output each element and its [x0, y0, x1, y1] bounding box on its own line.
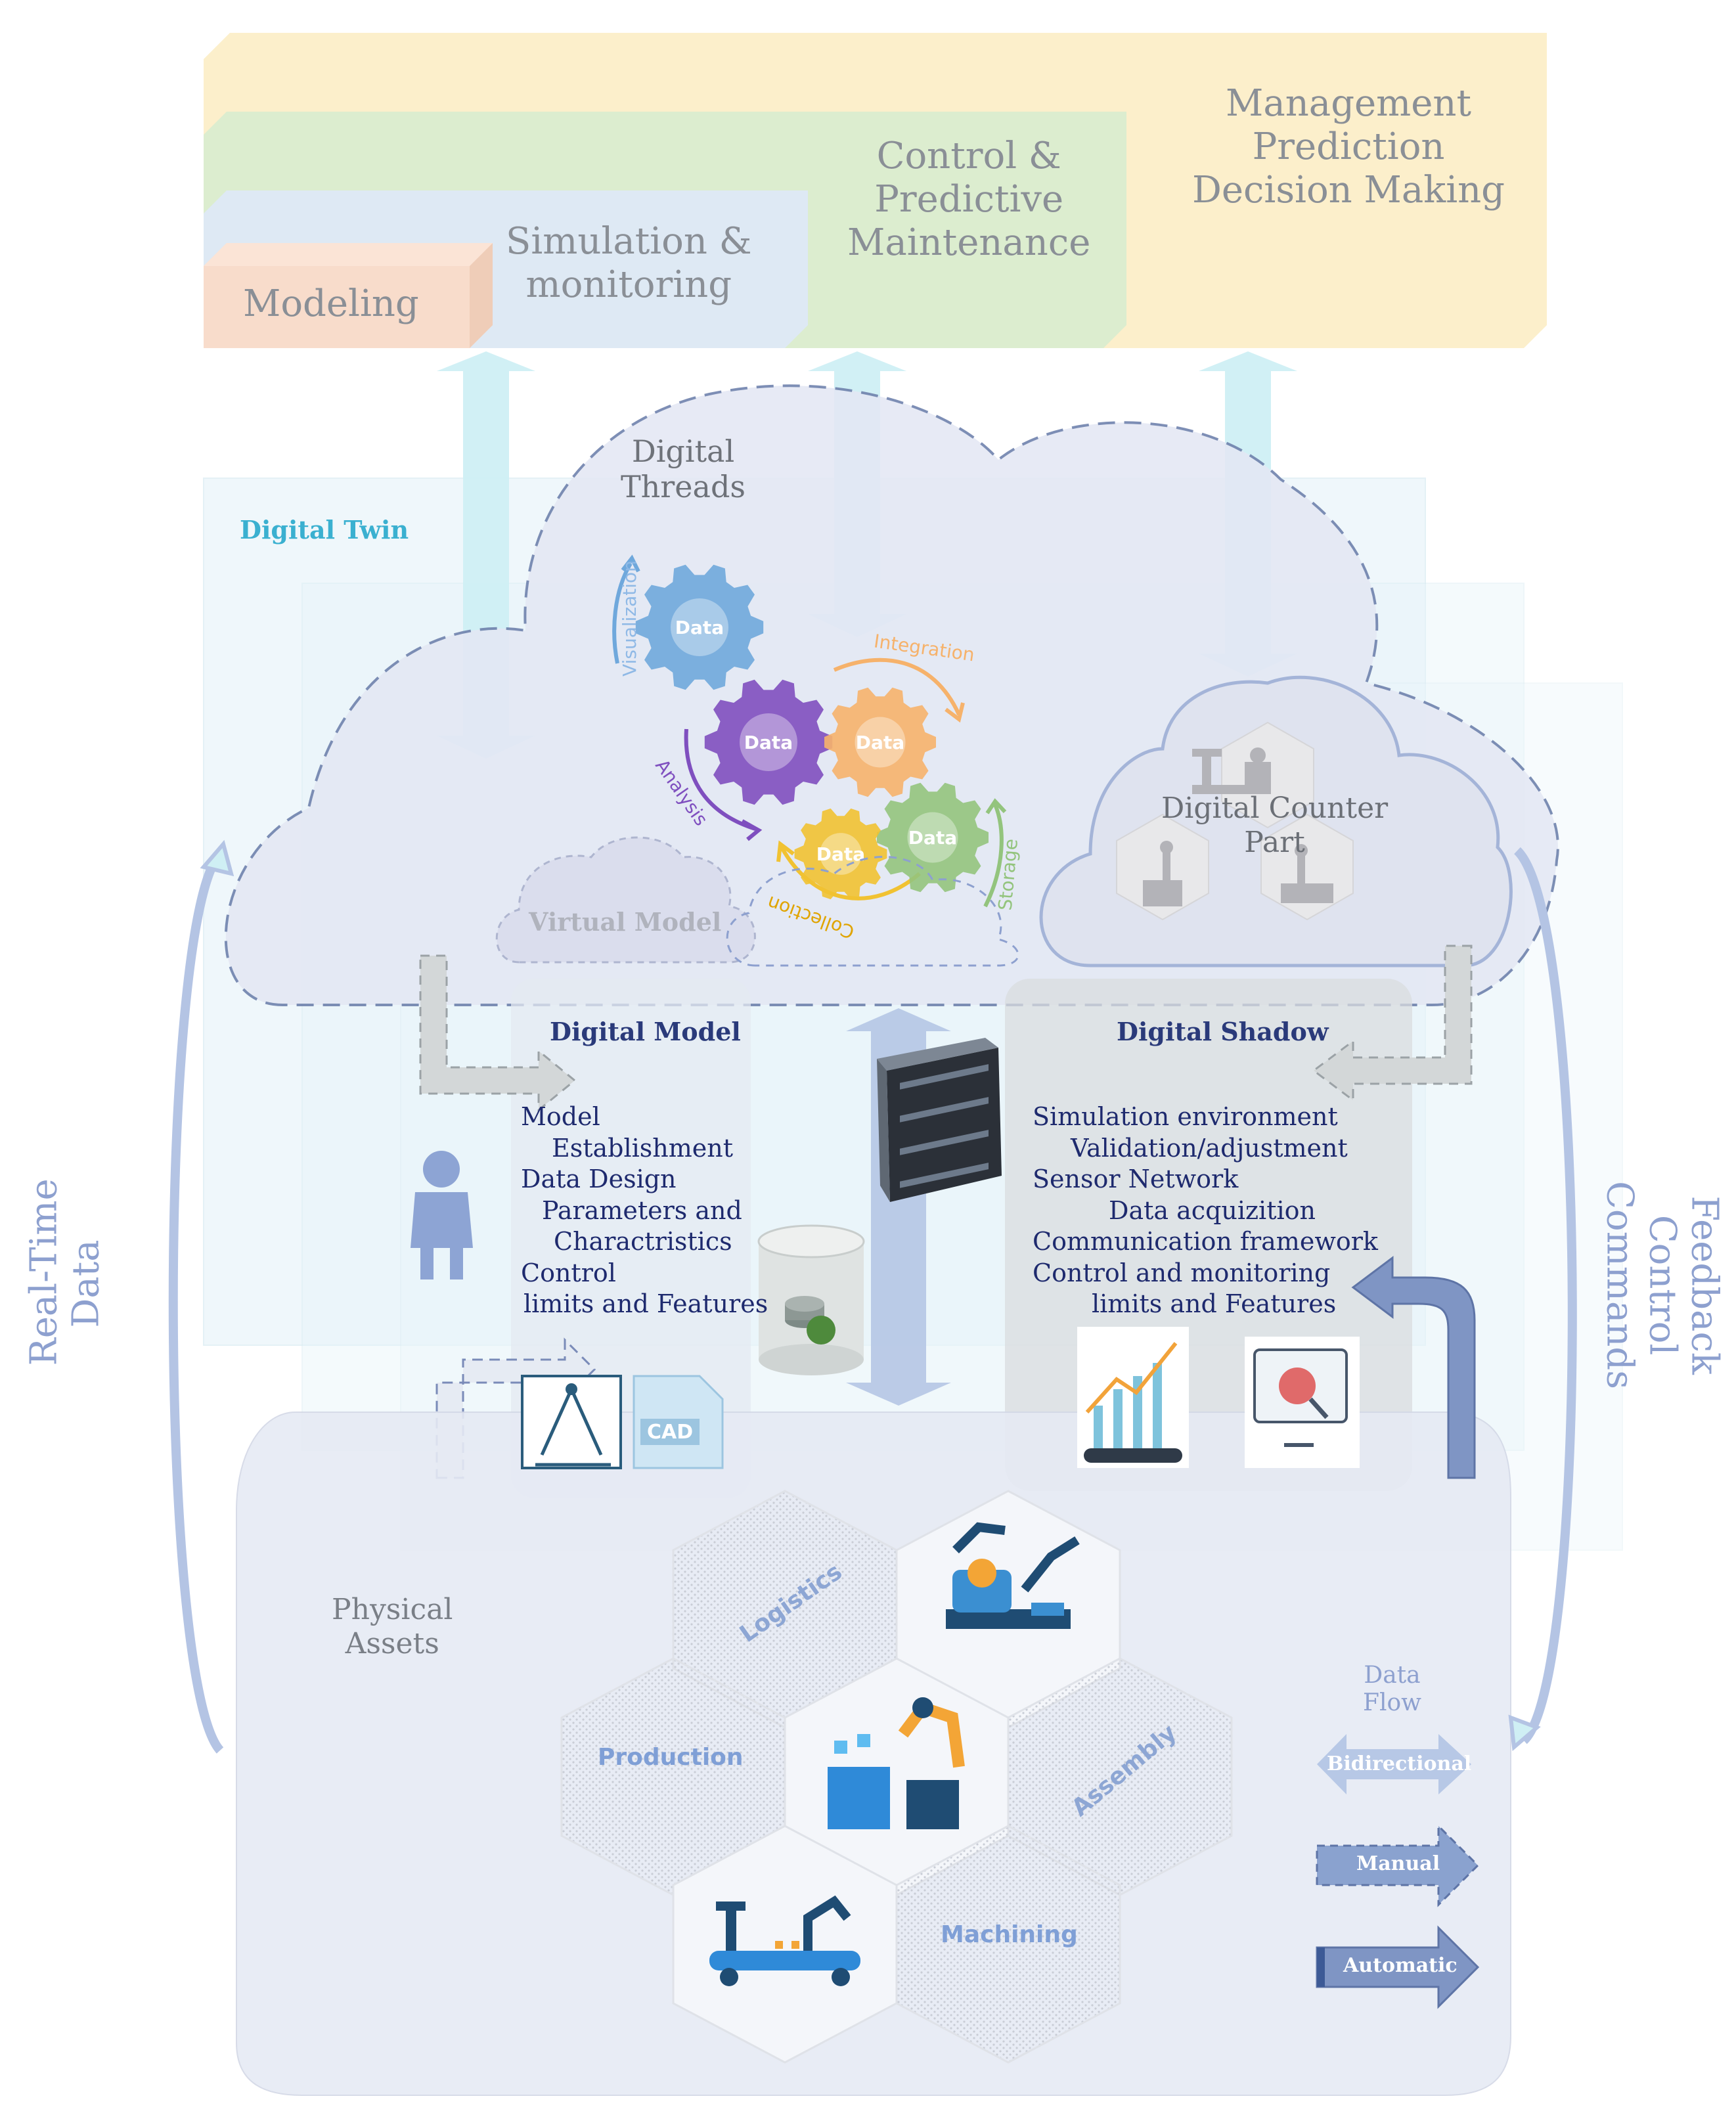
visualization-label: Visualization: [618, 560, 640, 677]
modeling-layer-band: [204, 243, 493, 348]
virtual-model-label: Virtual Model: [529, 907, 722, 937]
digital-shadow-title: Digital Shadow: [1117, 1017, 1329, 1046]
legend-manual-label: Manual: [1356, 1852, 1440, 1875]
legend-title-line2: Flow: [1363, 1689, 1421, 1717]
welding-robot-icon: [946, 1522, 1080, 1629]
control-label-line3: Maintenance: [847, 221, 1091, 265]
digital-threads-title: Digital Threads: [621, 434, 746, 505]
blueprint-drafting-icon: [521, 1375, 622, 1469]
storage-arrow: [983, 803, 1004, 908]
gear-data-label: Data: [675, 617, 724, 638]
server-icon: [877, 1038, 1002, 1202]
gear-orange-data-icon: Data: [824, 687, 936, 797]
digital-model-line-4: Parameters and: [542, 1196, 742, 1225]
digital-shadow-line-4: Data acquizition: [1109, 1196, 1316, 1225]
digital-threads-line1: Digital: [631, 434, 735, 469]
hex-machining-label: Machining: [941, 1921, 1078, 1948]
modeling-exchange-arrow: [437, 351, 535, 759]
feedback-line3: Commands: [1598, 1181, 1641, 1389]
analysis-arrow: [684, 728, 756, 831]
database-icon: [757, 1224, 865, 1375]
digital-model-line-3: Data Design: [521, 1165, 677, 1193]
feedback-line1: Feedback: [1683, 1195, 1726, 1375]
digital-model-line-5: Charactristics: [554, 1227, 732, 1256]
digital-shadow-line-2: Validation/adjustment: [1071, 1134, 1348, 1163]
management-label-line1: Management: [1226, 82, 1471, 125]
control-label-line1: Control &: [876, 135, 1061, 177]
digital-model-line-1: Model: [521, 1102, 600, 1131]
simulation-label-line1: Simulation &: [506, 220, 752, 263]
management-layer-label: Management Prediction Decision Making: [1192, 82, 1505, 212]
feedback-line2: Control: [1641, 1214, 1684, 1356]
legend-bidirectional-shape: [1317, 1734, 1471, 1794]
counterpart-line2: Part: [1244, 825, 1305, 859]
digital-counterpart-label: Digital Counter Part: [1161, 791, 1388, 860]
feedback-commands-label: Feedback Control Commands: [1598, 1180, 1726, 1390]
legend-automatic-shape: [1316, 1925, 1480, 2009]
feedback-commands-arrow: [1513, 847, 1577, 1745]
visualization-arrow: [612, 562, 633, 664]
control-label-line2: Predictive: [874, 178, 1064, 221]
conveyor-robot-icon: [709, 1895, 860, 1986]
assembly-robot-icon: [828, 1697, 965, 1829]
help-search-icon: [1245, 1337, 1360, 1468]
counterpart-line1: Digital Counter: [1161, 791, 1389, 825]
collection-arrow: [780, 846, 921, 901]
growth-chart-icon: [1077, 1327, 1189, 1468]
legend-title-line1: Data: [1364, 1662, 1421, 1689]
thread-cycle-arrows: [612, 554, 1007, 908]
real-time-data-arrow: [168, 851, 224, 1754]
integration-arrow: [833, 657, 961, 716]
counterpart-robot-icons: [1143, 747, 1333, 906]
gear-data-label: Data: [908, 827, 957, 849]
user-person-icon: [411, 1151, 473, 1279]
management-label-line3: Decision Making: [1192, 169, 1505, 212]
gear-data-label: Data: [816, 843, 865, 865]
digital-model-line-2: Establishment: [552, 1134, 734, 1163]
real-time-line1: Real-Time: [22, 1178, 66, 1366]
management-label-line2: Prediction: [1252, 125, 1445, 169]
application-layers: [204, 33, 1547, 348]
real-time-line2: Data: [65, 1239, 108, 1328]
simulation-layer-label: Simulation & monitoring: [506, 220, 752, 307]
digital-threads-line2: Threads: [621, 469, 746, 505]
manual-arrow-to-digital-model: [419, 954, 577, 1113]
simulation-label-line2: monitoring: [525, 263, 732, 307]
digital-shadow-line-7: limits and Features: [1092, 1289, 1337, 1318]
digital-shadow-line-1: Simulation environment: [1033, 1102, 1338, 1131]
digital-shadow-line-5: Communication framework: [1033, 1227, 1378, 1256]
legend-bidirectional-label: Bidirectional: [1327, 1752, 1472, 1775]
modeling-layer-label: Modeling: [243, 282, 419, 325]
hex-production-label: Production: [598, 1744, 744, 1771]
digital-model-title: Digital Model: [550, 1017, 741, 1046]
control-layer-label: Control & Predictive Maintenance: [847, 135, 1090, 265]
physical-line2: Assets: [345, 1626, 439, 1660]
gear-data-label: Data: [856, 732, 904, 753]
cad-file-icon: [633, 1375, 724, 1469]
legend-automatic-label: Automatic: [1343, 1954, 1458, 1977]
physical-line1: Physical: [332, 1593, 453, 1626]
digital-model-line-6: Control: [521, 1258, 616, 1287]
automatic-feedback-arrow: [1351, 1256, 1476, 1479]
gear-data-label: Data: [744, 732, 793, 753]
digital-model-line-7: limits and Features: [523, 1289, 768, 1318]
gear-blue-data-icon: Data: [635, 564, 764, 690]
digital-shadow-line-6: Control and monitoring: [1033, 1258, 1331, 1287]
real-time-data-label: Real-Time Data: [22, 1178, 108, 1366]
physical-assets-title: Physical Assets: [332, 1593, 453, 1661]
manual-arrow-to-digital-shadow: [1312, 945, 1473, 1102]
cad-label: CAD: [647, 1421, 694, 1444]
gear-purple-data-icon: Data: [704, 679, 833, 805]
digital-twin-label: Digital Twin: [240, 515, 409, 545]
legend-manual-shape: [1316, 1823, 1480, 1907]
legend-title: Data Flow: [1363, 1662, 1421, 1718]
digital-shadow-line-3: Sensor Network: [1033, 1165, 1239, 1193]
gear-green-data-icon: Data: [877, 782, 989, 893]
